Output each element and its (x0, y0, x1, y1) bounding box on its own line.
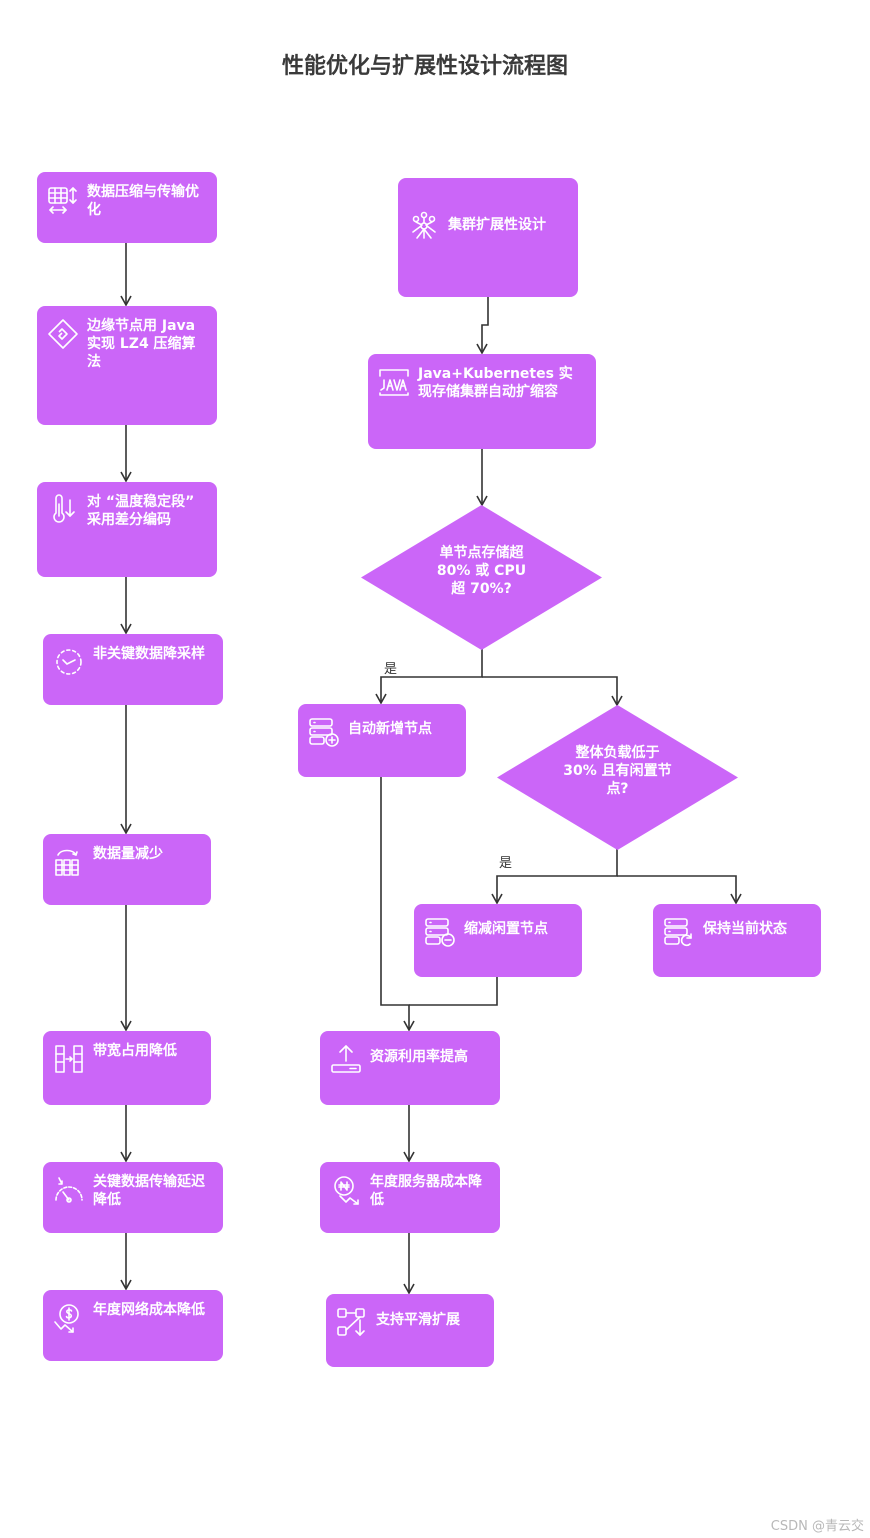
node-label: 年度网络成本降低 (93, 1302, 205, 1318)
edge-decision1-addnode (375, 649, 483, 705)
currency-trend-down-icon (334, 1176, 359, 1205)
diamond-direction-icon (48, 319, 78, 349)
node-add-node[interactable]: 自动新增节点 (298, 704, 466, 777)
edge-label-yes-2: 是 (499, 856, 513, 871)
edge-addnode-utilization (380, 777, 415, 1032)
edge-decision2-shrink (491, 849, 618, 905)
edge-shrink-utilization (409, 977, 498, 1006)
node-utilization-up[interactable]: 资源利用率提高 (320, 1031, 500, 1105)
node-label: 数据压缩与传输优化 (87, 184, 199, 218)
edge-decision2-keep (617, 875, 742, 905)
node-label: 年度服务器成本降低 (370, 1174, 482, 1208)
node-label: 自动新增节点 (348, 721, 432, 737)
node-label: 支持平滑扩展 (376, 1312, 460, 1328)
decision-label: 单节点存储超 80% 或 CPU 超 70%? (436, 545, 527, 597)
bars-compare-icon (55, 849, 79, 876)
edge-decision1-decision2 (482, 676, 623, 707)
node-downsample[interactable]: 非关键数据降采样 (43, 634, 223, 705)
node-bandwidth[interactable]: 带宽占用降低 (43, 1031, 211, 1105)
node-lz4[interactable]: 边缘节点用 Java 实现 LZ4 压缩算法 (37, 306, 217, 425)
server-remove-icon (425, 918, 455, 947)
node-smooth-scaling[interactable]: 支持平滑扩展 (326, 1294, 494, 1367)
node-label: 关键数据传输延迟降低 (93, 1174, 205, 1208)
server-add-icon (309, 718, 339, 747)
node-label: 带宽占用降低 (93, 1043, 177, 1059)
circle-cycle-icon (56, 649, 82, 675)
node-data-compression[interactable]: 数据压缩与传输优化 (37, 172, 217, 243)
diagram-title: 性能优化与扩展性设计流程图 (281, 54, 568, 79)
node-label: 非关键数据降采样 (93, 646, 205, 662)
node-label: 数据量减少 (93, 846, 163, 862)
table-resize-icon (48, 187, 77, 214)
thermometer-down-icon (53, 494, 75, 523)
java-logo-icon (379, 369, 409, 396)
node-shrink-nodes[interactable]: 缩减闲置节点 (414, 904, 582, 977)
dollar-trend-down-icon (54, 1304, 79, 1333)
watermark: CSDN @青云交 (770, 1519, 864, 1534)
flow-branch-icon (337, 1308, 365, 1336)
columns-transfer-icon (55, 1045, 83, 1073)
node-server-cost[interactable]: 年度服务器成本降低 (320, 1162, 500, 1233)
node-label: 保持当前状态 (703, 921, 787, 937)
node-diff-encoding[interactable]: 对 “温度稳定段” 采用差分编码 (37, 482, 217, 577)
diamond-shape (361, 505, 602, 650)
upload-tray-icon (331, 1045, 361, 1073)
node-volume-reduced[interactable]: 数据量减少 (43, 834, 211, 905)
node-label: 对 “温度稳定段” 采用差分编码 (87, 494, 195, 528)
speedometer-icon (55, 1177, 83, 1203)
node-keep-state[interactable]: 保持当前状态 (653, 904, 821, 977)
edge-cluster-k8s (476, 297, 489, 355)
node-cluster-scalability[interactable]: 集群扩展性设计 (398, 178, 578, 297)
node-label: Java+Kubernetes 实现存储集群自动扩缩容 (418, 366, 573, 400)
node-label: 边缘节点用 Java 实现 LZ4 压缩算法 (87, 318, 196, 370)
decision-label: 整体负载低于 30% 且有闲置节点? (563, 745, 672, 797)
node-label: 集群扩展性设计 (448, 217, 546, 233)
edge-label-yes-1: 是 (384, 662, 398, 677)
atom-cluster-icon (412, 211, 436, 239)
server-refresh-icon (664, 918, 692, 947)
node-label: 缩减闲置节点 (464, 921, 548, 937)
diamond-shape (497, 705, 738, 850)
node-network-cost[interactable]: 年度网络成本降低 (43, 1290, 223, 1361)
node-label: 资源利用率提高 (370, 1049, 468, 1065)
node-java-kubernetes[interactable]: Java+Kubernetes 实现存储集群自动扩缩容 (368, 354, 596, 449)
node-latency[interactable]: 关键数据传输延迟降低 (43, 1162, 223, 1233)
decision-storage-cpu[interactable]: 单节点存储超 80% 或 CPU 超 70%? (361, 505, 602, 650)
decision-low-load[interactable]: 整体负载低于 30% 且有闲置节点? (497, 705, 738, 850)
